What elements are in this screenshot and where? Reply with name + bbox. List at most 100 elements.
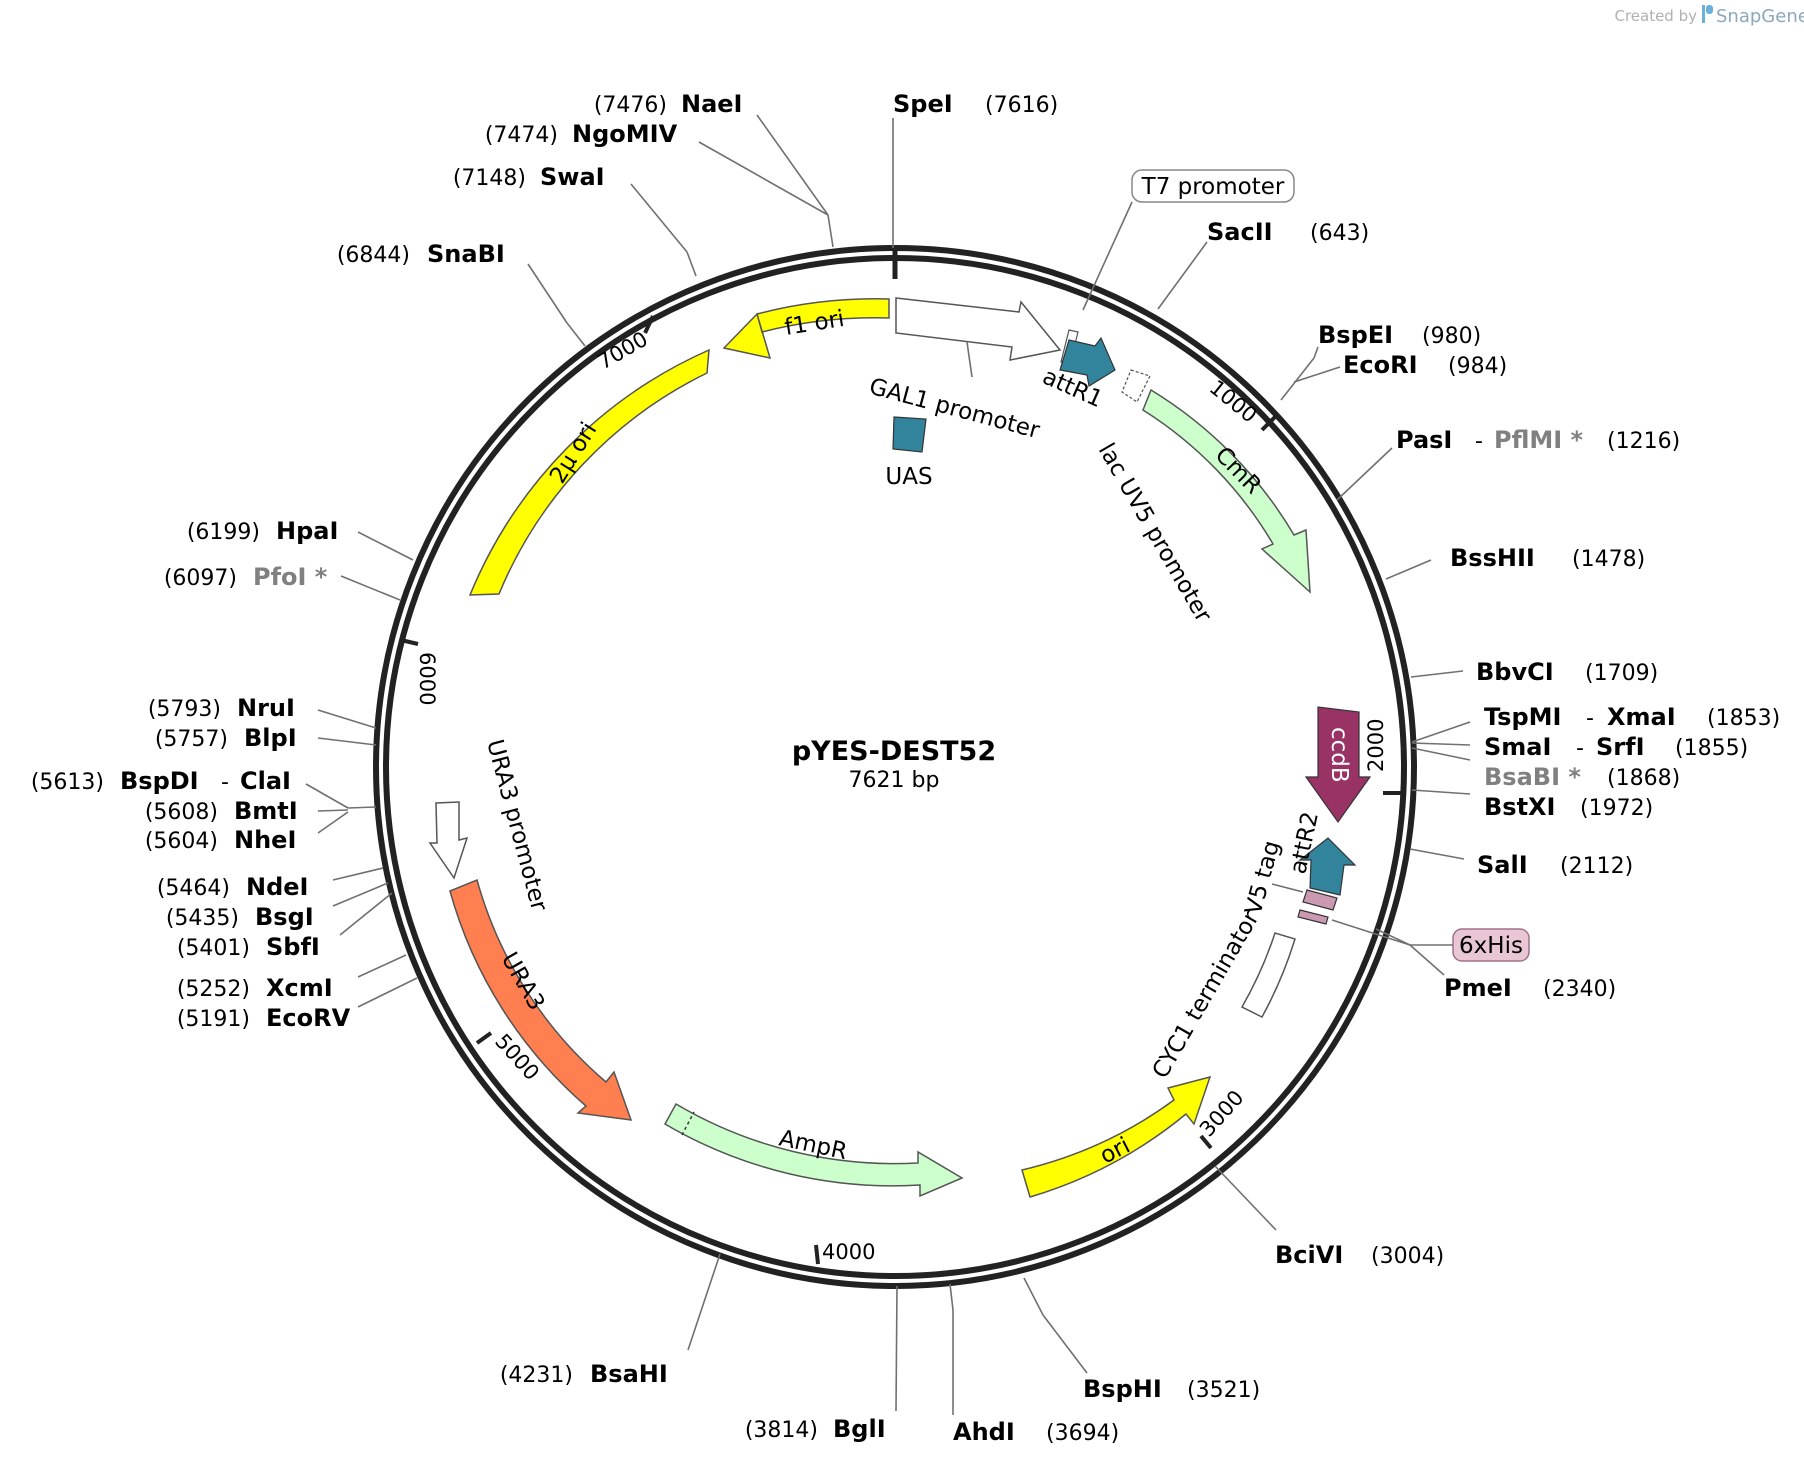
site-ecori-leader bbox=[1293, 366, 1341, 383]
t7-label-box bbox=[1131, 169, 1295, 203]
v5-tag-label: V5 tag bbox=[1241, 838, 1286, 918]
site-bstxi-name: BstXI bbox=[1484, 793, 1555, 821]
site-ngomiv-pos: (7474) bbox=[485, 123, 558, 148]
snapgene-credit[interactable]: Created by SnapGene bbox=[1614, 5, 1804, 27]
site-bsabi[interactable]: BsaBI * (1868) bbox=[1411, 747, 1680, 791]
site-nhei[interactable]: (5604) NheI bbox=[145, 811, 349, 854]
site-bgli-name: BglI bbox=[833, 1415, 886, 1443]
site-naei-pos: (7476) bbox=[594, 93, 667, 118]
site-bbvci[interactable]: BbvCI (1709) bbox=[1410, 658, 1658, 686]
site-bsahi[interactable]: (4231) BsaHI bbox=[500, 1253, 721, 1388]
site-bstxi[interactable]: BstXI (1972) bbox=[1411, 789, 1653, 821]
feature-ura3-promoter[interactable]: URA3 promoter bbox=[428, 737, 552, 915]
site-spei[interactable]: SpeI (7616) bbox=[892, 90, 1058, 248]
site-nhei-pos: (5604) bbox=[145, 829, 218, 854]
site-bsgi-name: BsgI bbox=[255, 903, 314, 931]
site-bcivi-name: BciVI bbox=[1275, 1241, 1343, 1269]
feature-t7-promoter[interactable]: T7 promoter bbox=[1060, 169, 1295, 365]
site-blpi[interactable]: (5757) BlpI bbox=[155, 724, 377, 752]
site-bgli-leader bbox=[895, 1285, 898, 1412]
site-bmti-name: BmtI bbox=[234, 797, 298, 825]
site-sali[interactable]: SalI (2112) bbox=[1409, 848, 1633, 879]
site-pmei-pos: (2340) bbox=[1543, 977, 1616, 1002]
feature-attR2[interactable]: attR2 bbox=[1285, 809, 1357, 896]
site-smai-name: SmaI bbox=[1484, 733, 1551, 761]
ori-arrow bbox=[1021, 1075, 1212, 1198]
site-ahdi-stub bbox=[949, 1283, 954, 1311]
cyc1-block bbox=[1240, 932, 1296, 1018]
site-pmei-stub bbox=[1375, 928, 1411, 946]
site-ecori[interactable]: EcoRI (984) bbox=[1293, 351, 1507, 383]
site-hpai[interactable]: (6199) HpaI bbox=[187, 517, 414, 561]
site-xcmi[interactable]: (5252) XcmI bbox=[177, 954, 407, 1002]
ura3-promoter-arrow bbox=[428, 801, 469, 880]
site-naei[interactable]: (7476) NaeI bbox=[594, 90, 834, 248]
site-bgli-pos: (3814) bbox=[745, 1418, 818, 1443]
feature-ampr[interactable]: AmpR bbox=[663, 1102, 964, 1198]
site-sacii[interactable]: SacII (643) bbox=[1157, 218, 1369, 310]
site-bspei[interactable]: BspEI (980) bbox=[1280, 321, 1481, 401]
site-pasi-name: PasI bbox=[1396, 426, 1452, 454]
site-bsgi[interactable]: (5435) BsgI bbox=[166, 882, 389, 931]
feature-6xhis[interactable]: 6xHis bbox=[1297, 909, 1530, 962]
site-pasi[interactable]: PasI - PflMI * (1216) bbox=[1336, 426, 1680, 501]
site-bsphi[interactable]: BspHI (3521) bbox=[1023, 1277, 1260, 1403]
site-ngomiv[interactable]: (7474) NgoMIV bbox=[485, 120, 829, 216]
t7-promoter-label: T7 promoter bbox=[1141, 174, 1285, 200]
site-bsphi-name: BspHI bbox=[1083, 1375, 1162, 1403]
site-bsabi-pos: (1868) bbox=[1607, 766, 1680, 791]
feature-ura3[interactable]: URA3 bbox=[449, 878, 633, 1121]
site-ndei[interactable]: (5464) NdeI bbox=[157, 867, 384, 901]
site-tspmi-sep: - bbox=[1586, 706, 1594, 731]
site-pasi-leader bbox=[1336, 447, 1393, 501]
site-ahdi-name: AhdI bbox=[953, 1418, 1015, 1446]
site-ecorv[interactable]: (5191) EcoRV bbox=[177, 977, 418, 1032]
site-bspdi-pos: (5613) bbox=[31, 770, 104, 795]
feature-cyc1-terminator[interactable]: CYC1 terminator bbox=[1148, 906, 1296, 1083]
site-bstxi-leader bbox=[1411, 789, 1471, 795]
site-hpai-name: HpaI bbox=[276, 517, 338, 545]
v5-leader bbox=[1271, 883, 1304, 893]
tick-label-6000: 6000 bbox=[415, 652, 439, 705]
site-pmei-name: PmeI bbox=[1444, 974, 1512, 1002]
site-pfoi[interactable]: (6097) PfoI * bbox=[164, 563, 401, 601]
6xhis-mark bbox=[1297, 909, 1329, 925]
site-smai-sep: - bbox=[1576, 736, 1584, 761]
site-bspei-leader bbox=[1313, 346, 1319, 359]
feature-f1-ori[interactable]: f1 ori bbox=[722, 298, 890, 360]
site-ecorv-pos: (5191) bbox=[177, 1007, 250, 1032]
site-ecori-name: EcoRI bbox=[1343, 351, 1418, 379]
site-bmti[interactable]: (5608) BmtI bbox=[145, 797, 349, 825]
site-sbfi-name: SbfI bbox=[266, 933, 320, 961]
site-nrui[interactable]: (5793) NruI bbox=[148, 694, 377, 729]
feature-uas[interactable]: UAS bbox=[885, 416, 933, 490]
site-smai[interactable]: SmaI - SrfI (1855) bbox=[1411, 733, 1748, 761]
site-bcivi-pos: (3004) bbox=[1371, 1244, 1444, 1269]
uas-box bbox=[892, 416, 927, 453]
ura3-arrow bbox=[449, 878, 633, 1121]
site-tspmi-leader bbox=[1411, 721, 1471, 743]
site-tspmi[interactable]: TspMI - XmaI (1853) bbox=[1411, 703, 1780, 743]
site-snabi[interactable]: (6844) SnaBI bbox=[337, 240, 586, 347]
feature-2mu-ori[interactable]: 2μ ori bbox=[468, 348, 710, 596]
site-naei-stub bbox=[827, 214, 834, 248]
site-pmei[interactable]: PmeI (2340) bbox=[1375, 928, 1616, 1002]
site-swai[interactable]: (7148) SwaI bbox=[453, 163, 697, 277]
6xhis-leader-2 bbox=[1331, 919, 1411, 946]
site-bsshii[interactable]: BssHII (1478) bbox=[1385, 544, 1645, 580]
feature-ori[interactable]: ori bbox=[1021, 1075, 1212, 1198]
attR1-arrow bbox=[1059, 336, 1116, 387]
site-bsahi-name: BsaHI bbox=[590, 1360, 668, 1388]
site-pfoi-name: PfoI * bbox=[253, 563, 328, 591]
site-ndei-pos: (5464) bbox=[157, 876, 230, 901]
site-ahdi[interactable]: AhdI (3694) bbox=[949, 1283, 1119, 1446]
attR2-arrow bbox=[1298, 837, 1357, 896]
site-sbfi[interactable]: (5401) SbfI bbox=[177, 892, 393, 961]
site-bgli[interactable]: (3814) BglI bbox=[745, 1285, 898, 1443]
tick-label-2000: 2000 bbox=[1364, 719, 1388, 772]
feature-ccdb[interactable]: ccdB bbox=[1304, 706, 1372, 824]
site-pfoi-pos: (6097) bbox=[164, 566, 237, 591]
site-xmai-name: XmaI bbox=[1607, 703, 1676, 731]
site-bspdi[interactable]: (5613) BspDI - ClaI bbox=[31, 767, 377, 809]
site-bcivi[interactable]: BciVI (3004) bbox=[1214, 1165, 1444, 1269]
